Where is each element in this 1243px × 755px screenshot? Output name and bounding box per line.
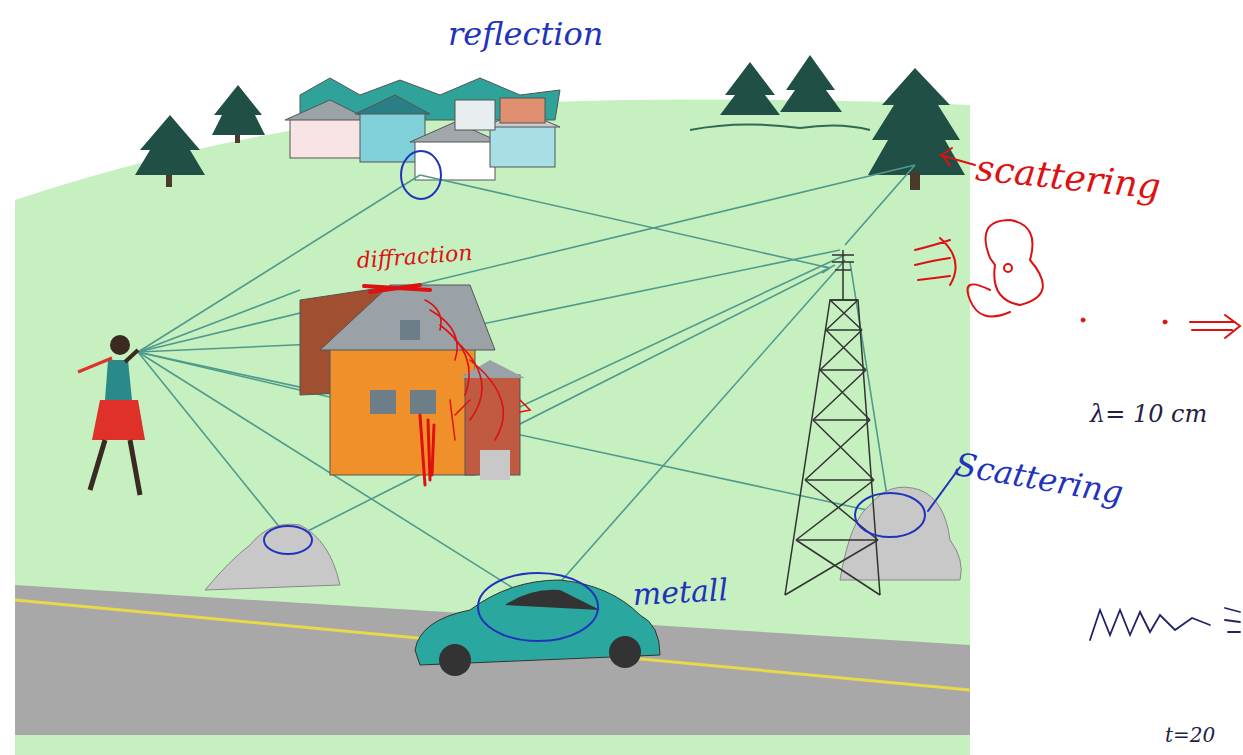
effect-label: reflection: [448, 18, 603, 50]
car: [415, 580, 660, 676]
wavelength-note: λ= 10 cm: [1090, 402, 1207, 426]
antenna-tower: [785, 250, 880, 595]
annotation-strokes: [264, 148, 1240, 641]
village: [285, 78, 560, 180]
material-note: metall: [632, 575, 729, 610]
rock: [205, 524, 340, 590]
rock: [840, 487, 961, 580]
handwritten-note: t=20: [1165, 725, 1215, 745]
radio-paths: [138, 165, 915, 605]
ground: [15, 100, 970, 755]
effect-label: Scattering: [952, 448, 1125, 509]
effect-label: scattering: [974, 150, 1162, 205]
trees: [135, 55, 965, 190]
person: [78, 335, 145, 495]
